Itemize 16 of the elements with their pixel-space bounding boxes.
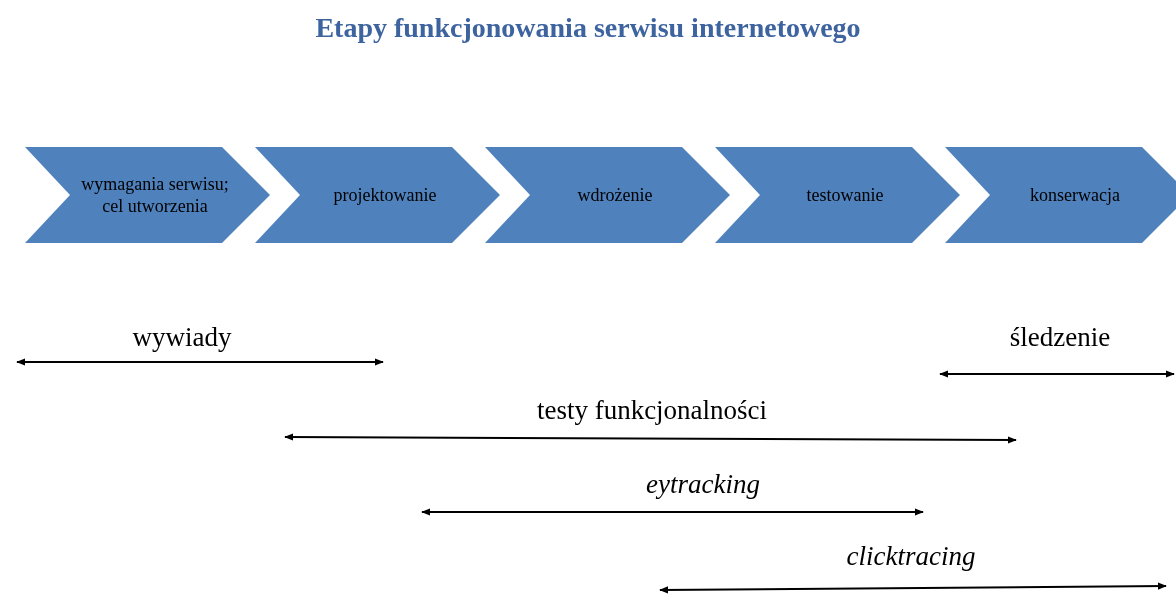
step-label: testowanie [806, 184, 884, 206]
range-label: testy funkcjonalności [536, 394, 768, 426]
range-label: eytracking [646, 468, 760, 500]
range-label: wywiady [132, 321, 232, 353]
step-label: wymagania serwisu; cel utworzenia [80, 173, 230, 217]
chevron-step [25, 147, 270, 243]
diagram-title: Etapy funkcjonowania serwisu internetowego [315, 12, 861, 44]
range-label: śledzenie [1009, 321, 1111, 353]
step-label: konserwacja [1030, 184, 1120, 206]
chevron-step [945, 147, 1176, 243]
chevron-step [255, 147, 500, 243]
step-label: wdrożenie [577, 184, 653, 206]
chevron-step [485, 147, 730, 243]
range-label: clicktracing [846, 540, 976, 572]
step-label: projektowanie [333, 184, 437, 206]
chevron-step [715, 147, 960, 243]
